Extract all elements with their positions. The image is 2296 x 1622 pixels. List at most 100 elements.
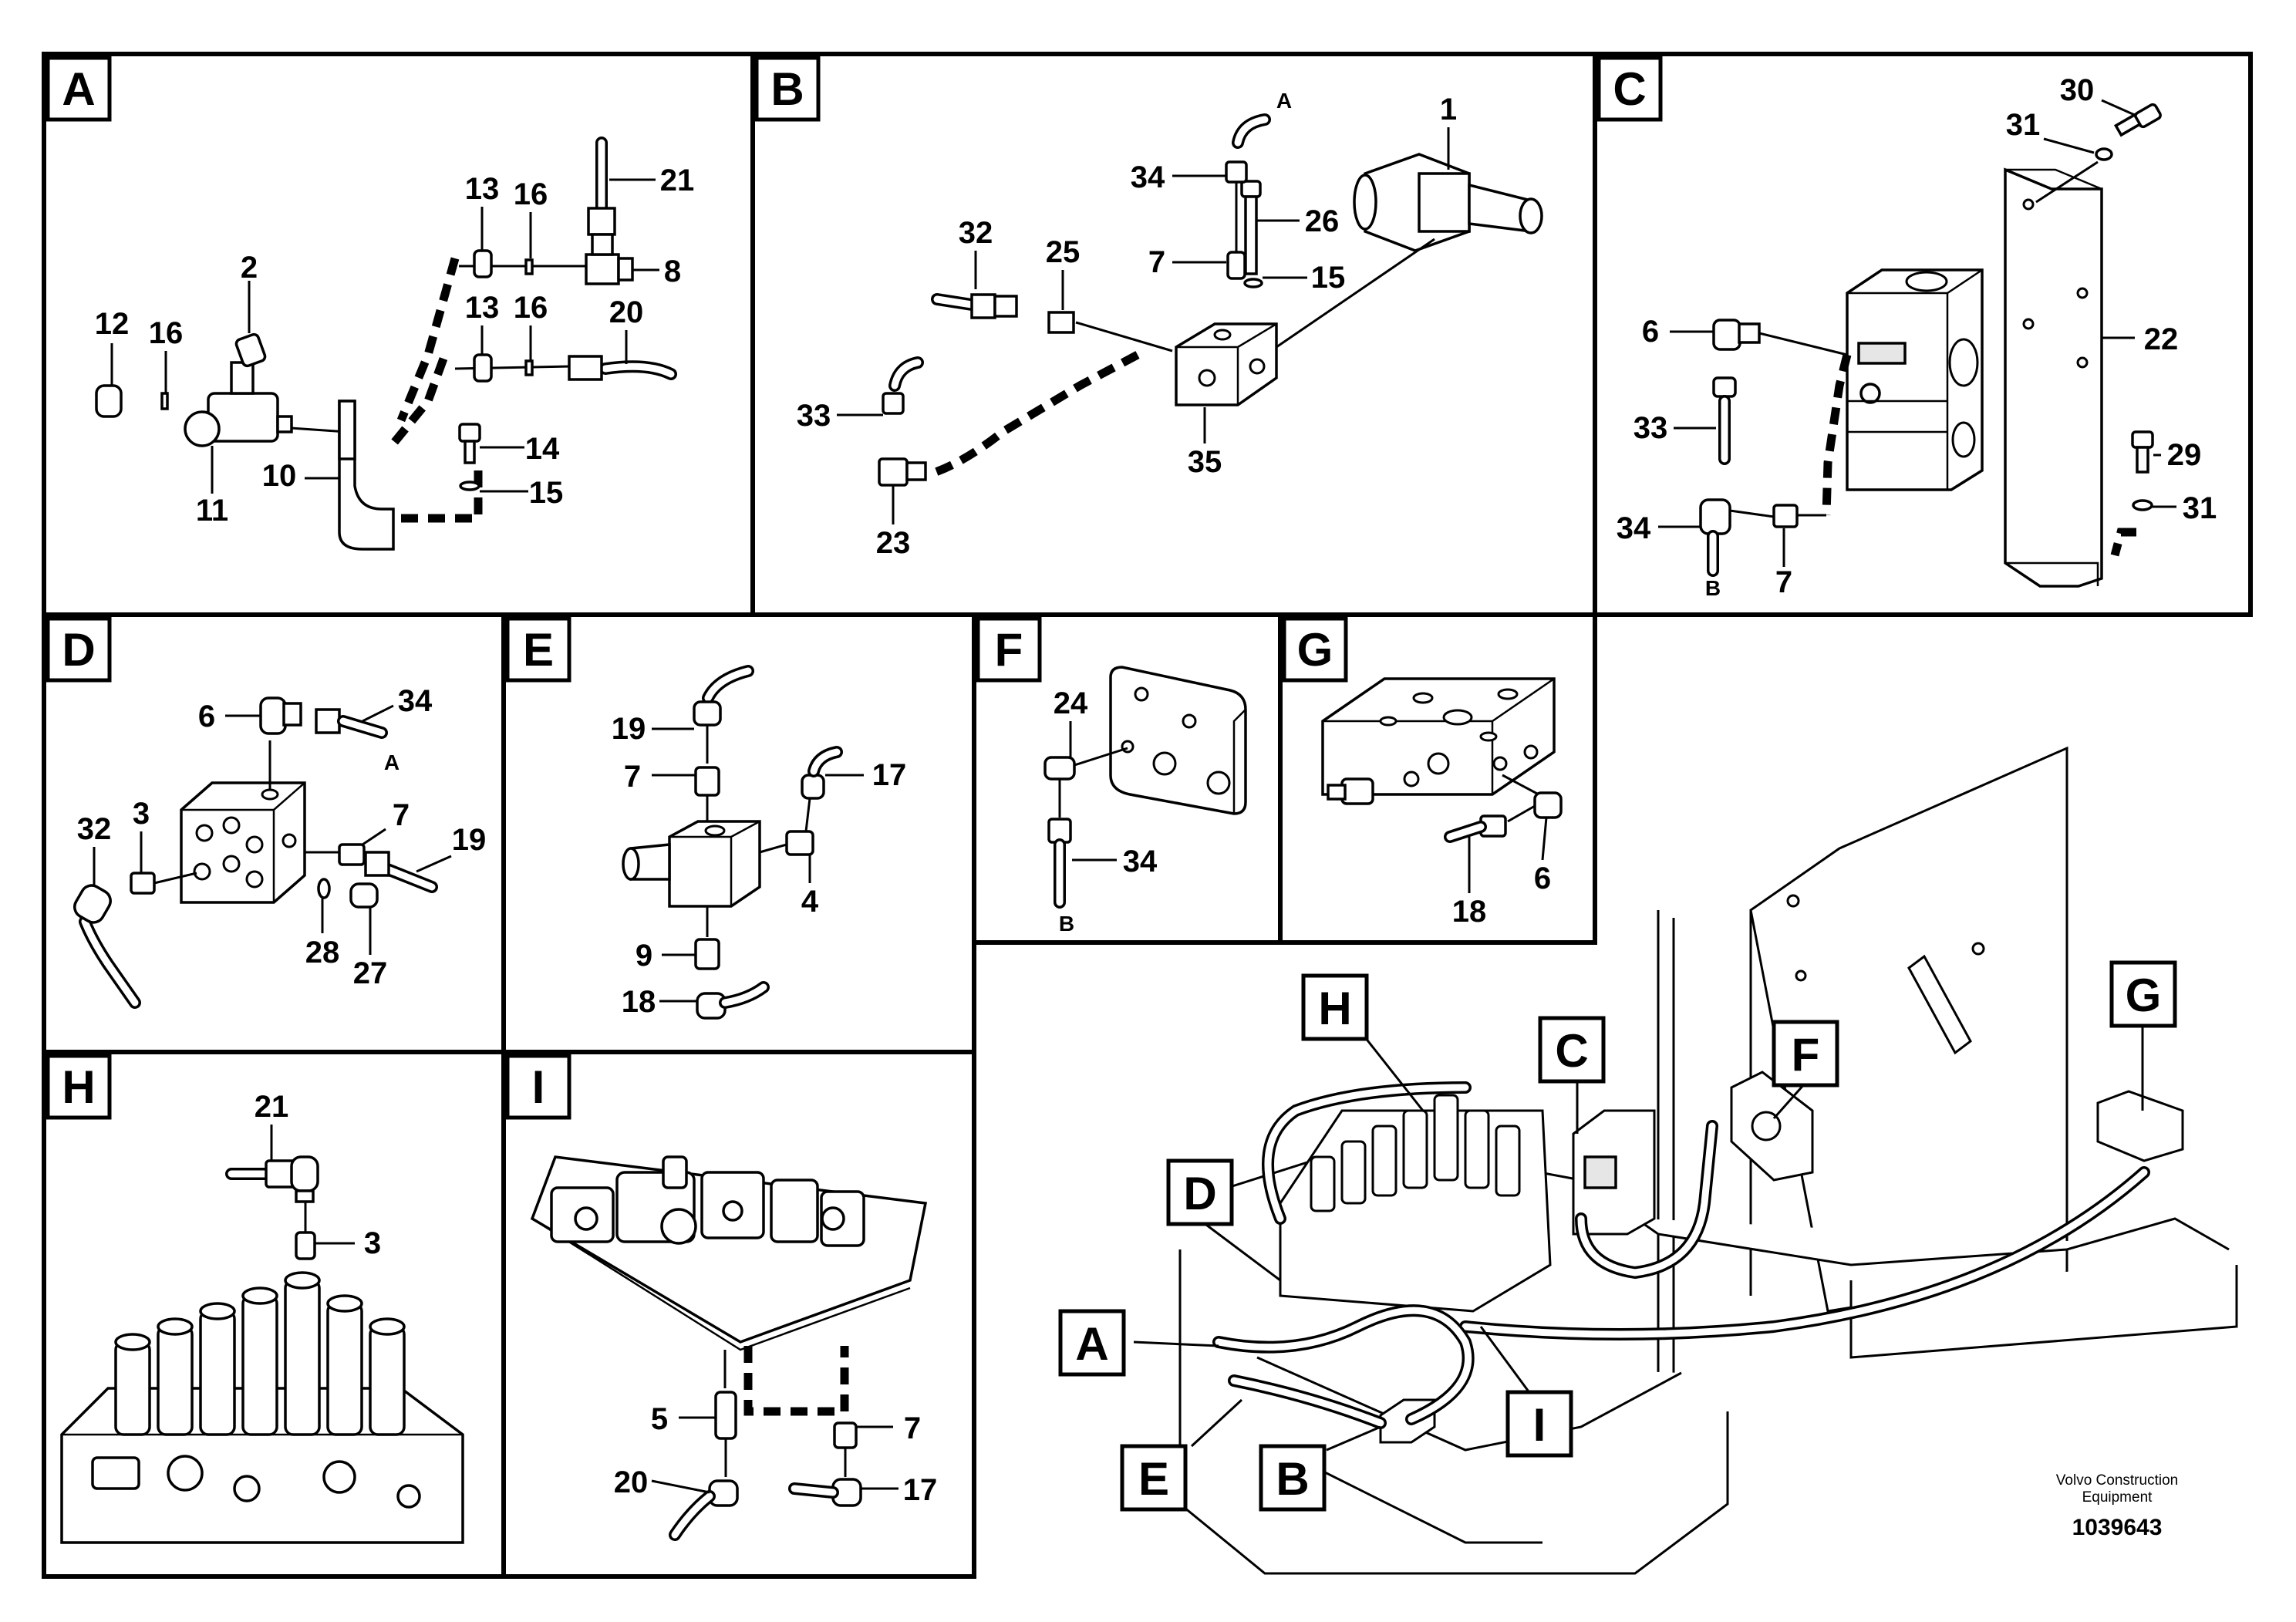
fitting-5	[714, 1391, 737, 1440]
svg-text:23: 23	[876, 526, 911, 560]
svg-text:25: 25	[1046, 235, 1081, 269]
svg-text:17: 17	[872, 758, 907, 792]
panel-f-drawing	[1043, 666, 1247, 909]
panel-b-callouts: A 1 34 26 7 15 32 25 33 35 23	[797, 89, 1457, 560]
company-name-line2: Equipment	[2082, 1489, 2153, 1506]
svg-text:21: 21	[255, 1090, 289, 1124]
fitting-3	[130, 872, 156, 895]
fitting-34	[1699, 498, 1731, 535]
svg-text:19: 19	[452, 823, 487, 857]
valve-assembly	[550, 1155, 865, 1247]
svg-text:7: 7	[904, 1411, 921, 1445]
svg-text:7: 7	[624, 760, 641, 794]
svg-text:7: 7	[393, 798, 410, 832]
svg-text:33: 33	[1633, 411, 1668, 445]
panel-g-letter: G	[1282, 616, 1348, 683]
panel-b-drawing	[878, 113, 1543, 487]
fitting-34	[1225, 160, 1248, 184]
panel-e-letter: E	[505, 616, 571, 683]
overview-tag-a: A	[1058, 1309, 1126, 1377]
bolt-29	[2131, 430, 2154, 449]
overview-tag-i: I	[1505, 1390, 1573, 1458]
svg-text:24: 24	[1054, 686, 1088, 720]
svg-text:6: 6	[1642, 315, 1659, 349]
svg-text:F: F	[1792, 1029, 1820, 1081]
o-ring-16	[160, 392, 169, 410]
panel-a-drawing	[95, 137, 677, 551]
solenoid-block	[668, 820, 761, 908]
valve-stem	[230, 361, 255, 395]
manifold-block	[1321, 677, 1556, 796]
footer: Volvo Construction Equipment 1039643	[2056, 1472, 2178, 1540]
svg-text:B: B	[1059, 912, 1074, 936]
svg-text:F: F	[995, 624, 1023, 676]
hose-path	[389, 357, 448, 447]
fitting-7	[694, 766, 720, 797]
overview-tag-c: C	[1538, 1016, 1606, 1084]
hose-path	[2110, 528, 2136, 557]
svg-text:13: 13	[465, 172, 500, 206]
hose-end	[587, 207, 616, 236]
panel-i-letter: I	[505, 1054, 571, 1120]
overview-tag-g: G	[2109, 960, 2177, 1028]
bracket-plate	[338, 400, 356, 460]
svg-text:31: 31	[2183, 491, 2217, 525]
svg-text:B: B	[1705, 576, 1721, 600]
fitting-24	[1043, 756, 1076, 781]
o-ring-16	[524, 258, 534, 275]
svg-text:11: 11	[196, 494, 228, 528]
fitting-6	[1712, 319, 1741, 351]
svg-text:18: 18	[1452, 895, 1487, 929]
bolt-shank	[2113, 113, 2143, 137]
svg-text:34: 34	[398, 684, 433, 718]
panel-g-callouts: 18 6	[1452, 817, 1551, 929]
panel-i-callouts: 5 7 20 17	[614, 1402, 938, 1507]
svg-text:20: 20	[614, 1465, 649, 1499]
svg-text:3: 3	[133, 797, 150, 831]
svg-text:A: A	[1075, 1318, 1108, 1370]
svg-text:31: 31	[2006, 108, 2041, 142]
panel-c-drawing	[1699, 103, 2162, 588]
fitting-33	[1712, 376, 1737, 398]
tee-nut	[591, 233, 614, 256]
valve-knob	[184, 410, 221, 447]
panel-e-callouts: 19 7 17 4 9 18	[612, 712, 907, 1019]
overview-spools	[1310, 1094, 1521, 1212]
tee-23	[878, 457, 909, 487]
tee-port	[905, 461, 927, 481]
valve-port	[276, 415, 293, 433]
panel-frames	[42, 52, 2253, 1579]
panel-a-callouts: 2 12 16 11 10 13 16 13 16 21 8 20 14 15	[95, 164, 695, 528]
o-ring-28	[317, 878, 331, 899]
panel-c-letter: C	[1596, 56, 1663, 122]
fitting-17	[801, 774, 825, 800]
svg-text:A: A	[1276, 89, 1292, 113]
valve-spools	[114, 1271, 406, 1436]
svg-text:D: D	[62, 624, 95, 676]
svg-text:32: 32	[959, 216, 993, 250]
panel-f-callouts: 24 34 B	[1054, 686, 1158, 936]
bracket-22	[2004, 167, 2103, 588]
svg-text:E: E	[523, 624, 554, 676]
fitting-7	[338, 843, 366, 866]
bolt-shank	[1244, 195, 1258, 275]
svg-text:C: C	[1555, 1025, 1588, 1077]
nipple-13	[473, 249, 493, 278]
svg-text:14: 14	[525, 432, 560, 466]
hose-path	[1822, 353, 1852, 516]
block-port	[1213, 329, 1232, 341]
fitting-port	[1738, 322, 1761, 344]
fitting-2	[234, 332, 267, 368]
fitting-4	[785, 830, 814, 856]
svg-text:3: 3	[364, 1226, 381, 1260]
svg-text:4: 4	[801, 885, 819, 919]
svg-text:10: 10	[262, 459, 297, 493]
overview-tag-f: F	[1772, 1020, 1839, 1088]
bolt-shank	[464, 440, 476, 464]
bolt-26	[1240, 180, 1262, 198]
hose-end	[568, 355, 603, 381]
panel-c-callouts: 30 31 6 22 33 29 31 34 7 B	[1617, 73, 2217, 600]
panel-c-frame	[1593, 52, 2253, 617]
svg-text:1: 1	[1440, 93, 1457, 126]
hose-path	[396, 257, 460, 423]
